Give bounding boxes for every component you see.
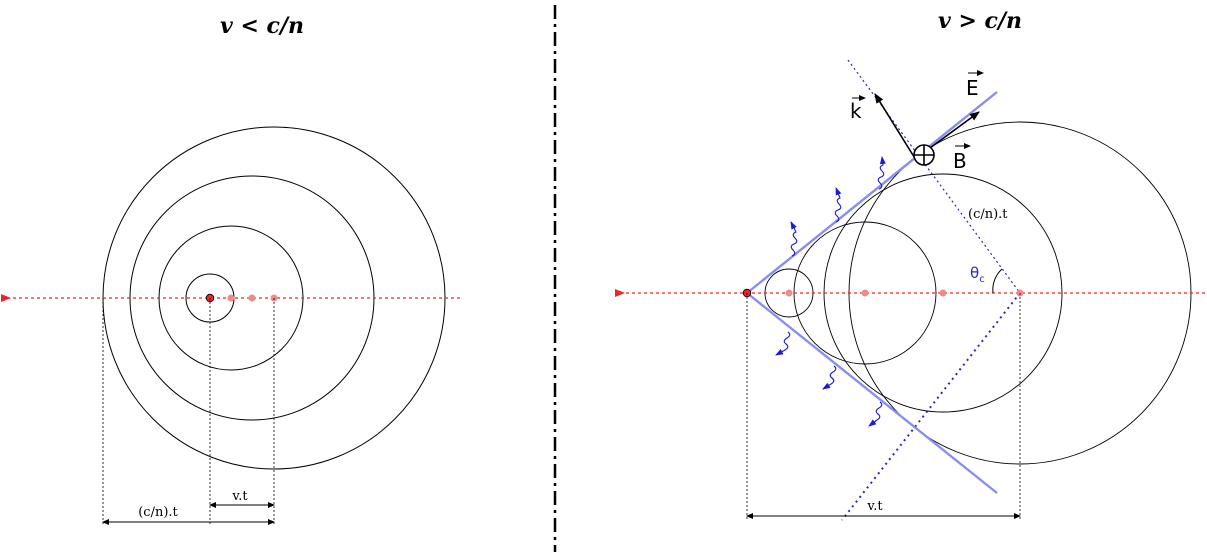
- past-position-point: [861, 289, 869, 297]
- photon-wave-arrow: [877, 156, 886, 190]
- e-label: E: [966, 76, 979, 100]
- right-past-positions: [785, 289, 1024, 297]
- b-field-into-page-icon: [913, 144, 935, 166]
- photon-wave-arrow: [822, 365, 837, 390]
- k-label: k: [850, 99, 862, 123]
- left-ct-label: (c/n).t: [138, 505, 178, 520]
- past-position-point: [248, 294, 256, 302]
- left-guides: [102, 298, 275, 524]
- cone-upper-line: [746, 91, 998, 294]
- photon-wave-arrow: [868, 401, 883, 427]
- b-label: B: [953, 149, 967, 173]
- right-title: v > c/n: [938, 8, 1022, 34]
- cone-normal-line: [847, 59, 1021, 294]
- past-position-point: [939, 289, 947, 297]
- e-vector: [929, 111, 980, 149]
- left-vt-label: v.t: [231, 489, 248, 504]
- left-title: v < c/n: [220, 13, 304, 39]
- right-ct-label: (c/n).t: [968, 207, 1008, 222]
- theta-label: θc: [970, 264, 985, 285]
- left-past-positions: [227, 294, 278, 302]
- past-position-point: [227, 294, 235, 302]
- photon-wave-arrow: [790, 221, 798, 257]
- theta-angle-arc: [992, 268, 1003, 294]
- cone-lower-line: [746, 292, 998, 494]
- past-position-point: [785, 289, 793, 297]
- lower-normal-line: [841, 292, 1021, 521]
- right-guides: [746, 293, 1021, 520]
- right-wavefronts: [764, 121, 1192, 465]
- photon-arrows: [775, 156, 886, 427]
- right-vt-label: v.t: [866, 499, 883, 514]
- photon-wave-arrow: [834, 187, 842, 223]
- k-vector: [874, 93, 917, 161]
- photon-wave-arrow: [775, 331, 791, 356]
